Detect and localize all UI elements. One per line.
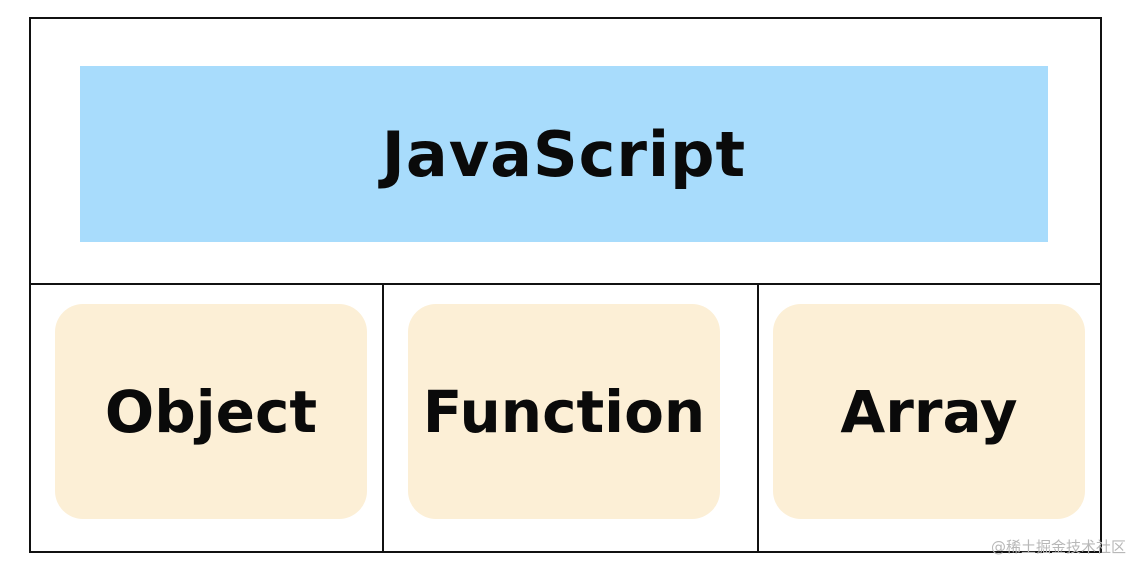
vertical-divider-2 bbox=[757, 284, 759, 551]
array-label: Array bbox=[840, 377, 1018, 446]
diagram-frame bbox=[29, 17, 1102, 553]
watermark: @稀土掘金技术社区 bbox=[990, 538, 1126, 556]
javascript-box: JavaScript bbox=[80, 66, 1048, 242]
horizontal-divider bbox=[29, 283, 1100, 285]
javascript-label: JavaScript bbox=[381, 117, 747, 191]
function-label: Function bbox=[422, 377, 706, 446]
object-card: Object bbox=[55, 304, 367, 519]
vertical-divider-1 bbox=[382, 284, 384, 551]
function-card: Function bbox=[408, 304, 720, 519]
object-label: Object bbox=[104, 377, 318, 446]
array-card: Array bbox=[773, 304, 1085, 519]
